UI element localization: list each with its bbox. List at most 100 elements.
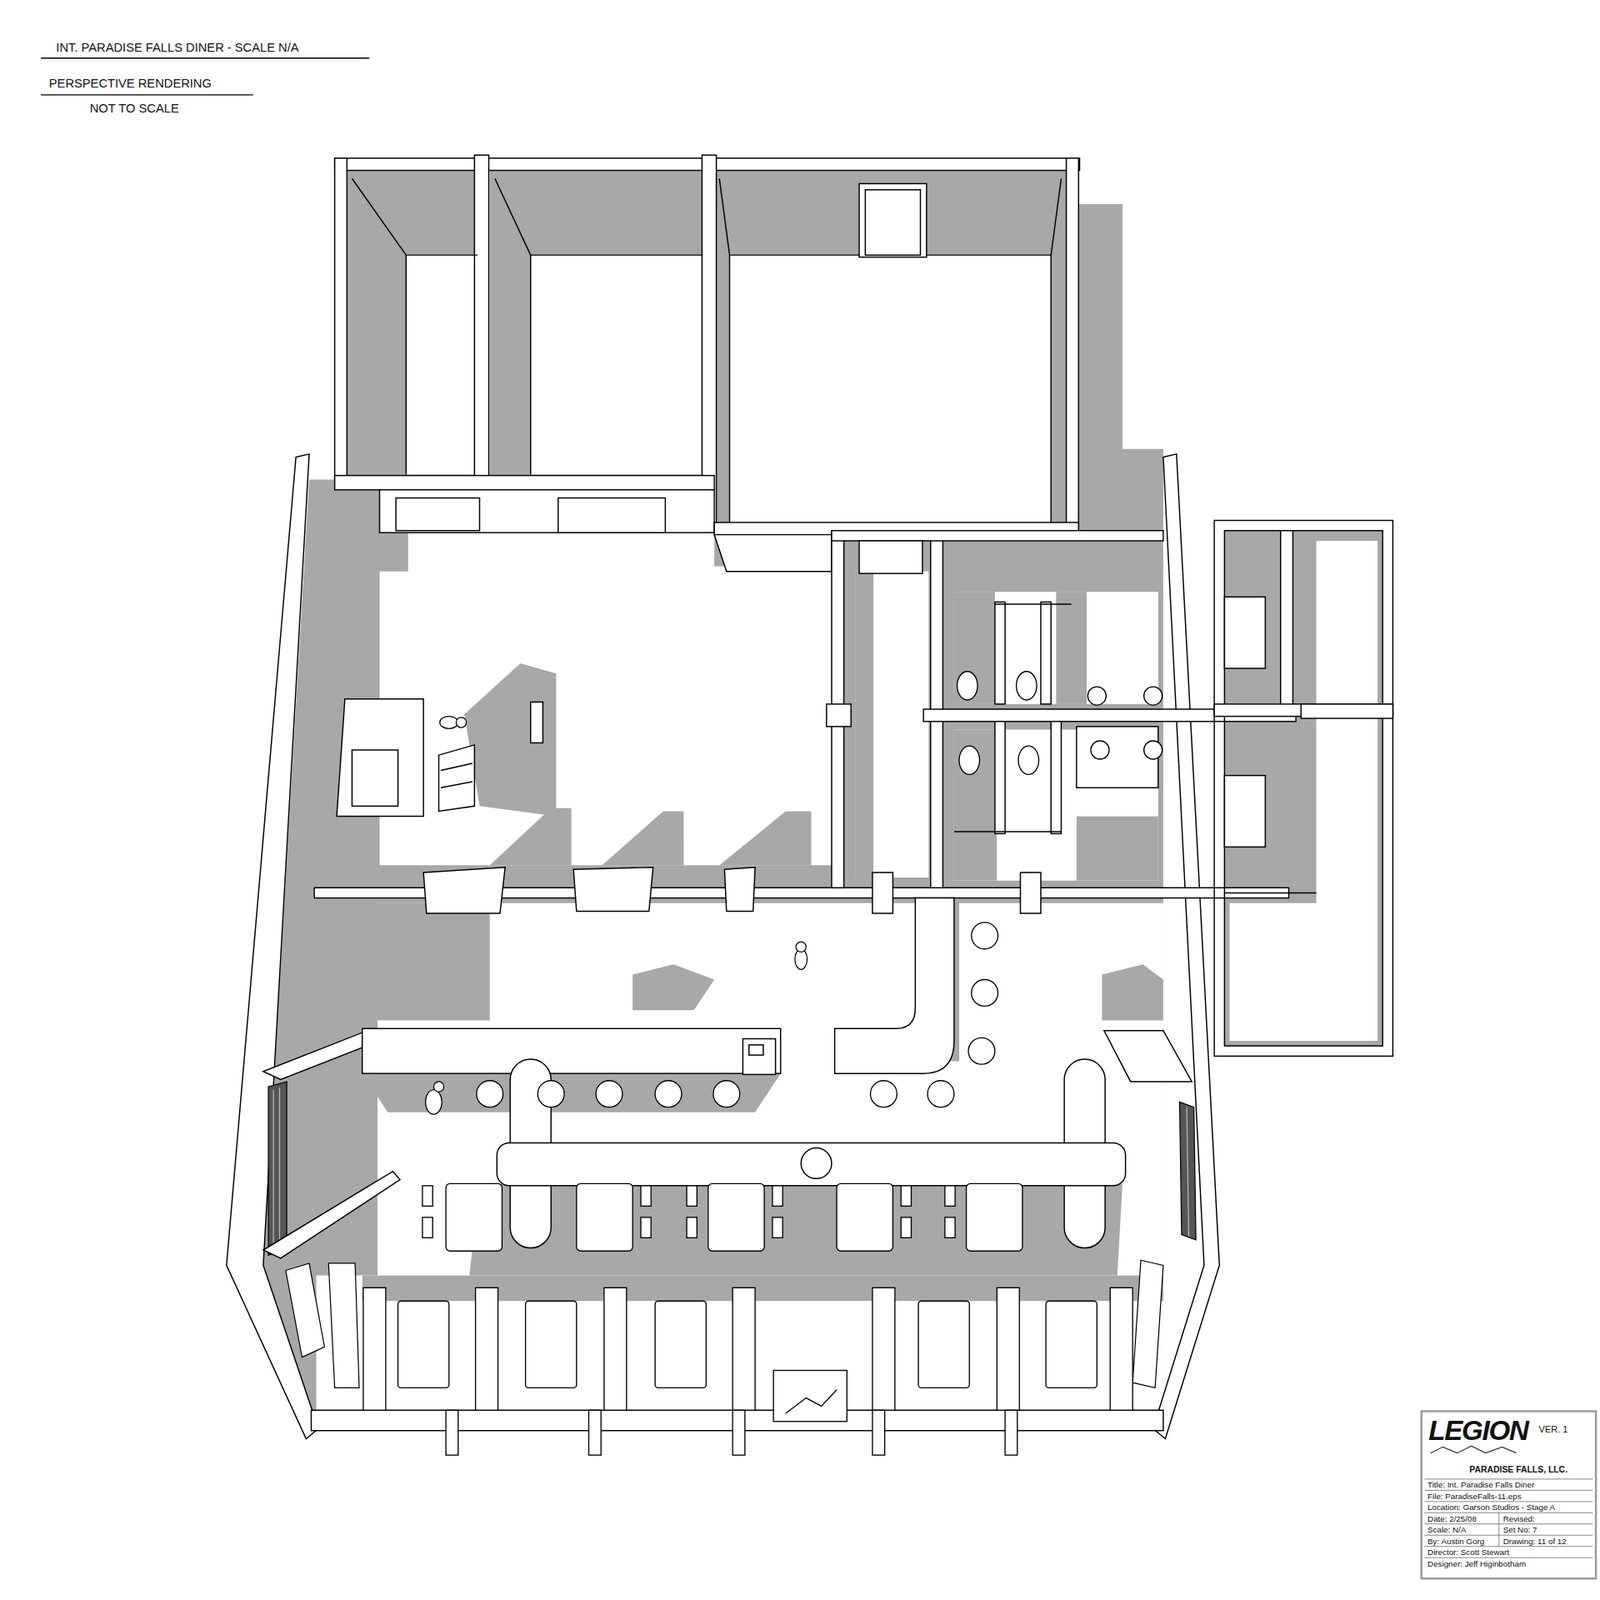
shadow: [714, 170, 1066, 528]
counter: [496, 1142, 1125, 1185]
stool: [713, 1080, 740, 1108]
annex-wall: [1224, 530, 1383, 1046]
booth: [398, 1300, 450, 1388]
annex-wall: [1224, 596, 1265, 669]
window: [1132, 1260, 1164, 1388]
back-room-wall: [530, 254, 703, 255]
cast-shadow: [601, 810, 684, 865]
interior-wall: [995, 601, 1005, 704]
title-block-text: VER. 1: [1539, 1424, 1569, 1435]
cast-shadow: [954, 730, 997, 881]
booth: [525, 1300, 577, 1388]
drawing-title: INT. PARADISE FALLS DINER - SCALE N/A: [55, 40, 299, 55]
booth: [363, 1287, 386, 1410]
annex-wall: [1224, 775, 1265, 848]
dining-table: [422, 1217, 433, 1238]
floor: [730, 255, 1052, 523]
counter: [263, 1171, 400, 1259]
table-rule: [1424, 1500, 1593, 1502]
shadow: [490, 170, 705, 476]
cast-shadow: [464, 663, 556, 817]
stool: [476, 922, 999, 1108]
booth: [589, 1410, 602, 1455]
title-block: LEGIONVER. 1PARADISE FALLS, LLC.Title: I…: [1420, 1410, 1597, 1580]
back-room-wall: [865, 190, 920, 255]
figure: [425, 1090, 443, 1115]
back-room-wall: [719, 178, 730, 255]
toilet: [1018, 745, 1039, 775]
dining-table: [900, 1217, 911, 1238]
booth: [475, 1287, 499, 1410]
floor: [380, 532, 832, 865]
kitchen-fixture: [440, 781, 473, 788]
dining-table: [445, 1183, 502, 1251]
title-block-text: Drawing: 11 of 12: [1503, 1535, 1567, 1546]
cast-shadow: [362, 571, 1164, 1302]
stool: [870, 1080, 897, 1108]
table-rule: [1498, 1512, 1500, 1546]
dining-table: [945, 1217, 955, 1238]
sheet-note: PERSPECTIVE RENDERING: [49, 76, 212, 91]
table-rule: [1424, 1535, 1593, 1536]
back-room-wall: [335, 158, 348, 480]
table-rule: [1424, 1478, 1593, 1480]
booth: [918, 1300, 970, 1388]
back-room-wall: [558, 498, 666, 534]
dining-table: [422, 1185, 433, 1206]
figure: [425, 716, 808, 1115]
figure: [440, 716, 459, 730]
booth: [732, 1287, 755, 1410]
floor: [405, 255, 478, 475]
dining-table: [772, 1217, 783, 1238]
logo-mark: [1430, 1445, 1517, 1454]
annex-wall: [1214, 520, 1393, 1056]
table-rule: [1424, 1512, 1593, 1514]
title-block-text: Revised:: [1503, 1514, 1535, 1525]
back-room-wall: [380, 490, 715, 533]
interior-wall: [1076, 726, 1159, 788]
cast-shadow: [954, 591, 995, 705]
counter: [263, 898, 1192, 1259]
back-room-wall: [1050, 178, 1061, 255]
back-room-wall: [495, 178, 531, 255]
cast-shadow: [719, 810, 811, 865]
toilet: [1016, 671, 1037, 700]
back-room-wall: [474, 155, 489, 480]
title-block-text: Scale: N/A: [1427, 1525, 1466, 1535]
toilet: [959, 745, 980, 775]
dining-table: [708, 1183, 765, 1251]
booth: [773, 1370, 847, 1421]
stool: [927, 1080, 955, 1108]
floor: [954, 591, 1159, 705]
stool: [968, 1037, 995, 1065]
annex-wall: [1224, 892, 1316, 894]
dining-table: [836, 1183, 893, 1251]
booth: [1005, 1410, 1018, 1455]
booth: [655, 1300, 706, 1388]
dining-table: [900, 1185, 911, 1206]
title-block-text: Location: Garson Studios - Stage A: [1427, 1502, 1555, 1513]
toilet: [957, 671, 1163, 775]
booth: [996, 1287, 1020, 1410]
shadow: [263, 480, 1164, 1414]
cast-shadow: [469, 1183, 1123, 1275]
exterior-wall: [1153, 454, 1220, 1440]
back-room-wall: [335, 155, 1080, 572]
table-rule: [1424, 1523, 1593, 1525]
title-block-text: Date: 2/25/08: [1427, 1514, 1477, 1525]
back-room-wall: [351, 178, 406, 255]
annex-wall: [1280, 530, 1294, 710]
dining-table: [422, 1183, 1023, 1251]
back-room-wall: [395, 498, 480, 531]
stool: [971, 922, 999, 950]
booth: [732, 1410, 745, 1455]
interior-wall: [573, 867, 654, 912]
interior-wall: [1020, 872, 1040, 914]
interior-wall: [859, 540, 923, 574]
window: [273, 1090, 275, 1251]
interior-wall: [995, 721, 1005, 835]
counter: [749, 1045, 764, 1055]
back-room-wall: [859, 183, 927, 257]
